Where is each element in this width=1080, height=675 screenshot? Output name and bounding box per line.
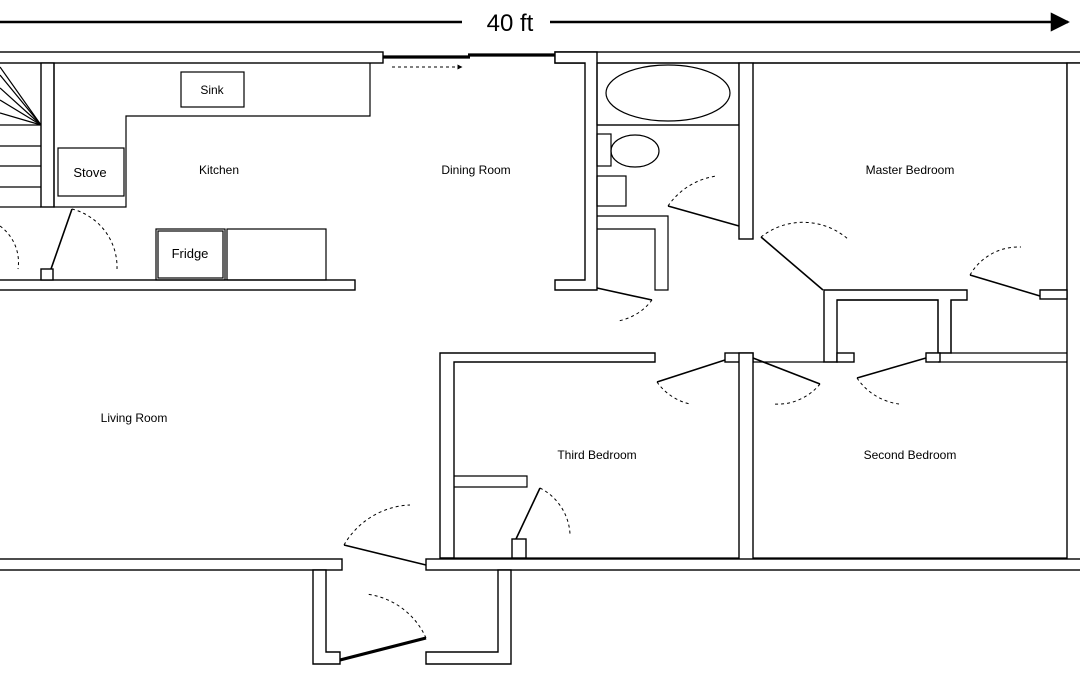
dimension-line: 40 ft xyxy=(0,10,1070,37)
master-bedroom xyxy=(753,62,1080,564)
second-bedroom-label: Second Bedroom xyxy=(864,448,957,462)
master-bedroom-label: Master Bedroom xyxy=(866,163,955,177)
sink-label: Sink xyxy=(200,83,224,97)
fridge-label: Fridge xyxy=(172,246,209,261)
second-bedroom xyxy=(753,361,1067,559)
toilet xyxy=(610,134,660,168)
entry-vestibule xyxy=(312,569,512,665)
bottom-wall xyxy=(0,504,1080,571)
top-wall xyxy=(0,51,1080,70)
kitchen-label: Kitchen xyxy=(199,163,239,177)
dining-room-label: Dining Room xyxy=(441,163,510,177)
fridge-fixture xyxy=(157,230,224,279)
dimension-label: 40 ft xyxy=(487,10,534,37)
kitchen-lower-wall: Fridge xyxy=(0,228,356,291)
sink-fixture xyxy=(180,71,245,108)
bathroom xyxy=(554,51,754,322)
kitchen-counter: Sink Stove xyxy=(53,63,371,208)
stairs xyxy=(0,62,55,208)
bathtub xyxy=(605,64,731,122)
stove-label: Stove xyxy=(73,165,106,180)
third-bedroom-label: Third Bedroom xyxy=(557,448,636,462)
stove-fixture xyxy=(57,147,125,197)
living-room-label: Living Room xyxy=(101,411,168,425)
pantry-door xyxy=(0,208,118,270)
hall-closets xyxy=(752,289,1067,405)
third-bedroom xyxy=(439,352,754,569)
